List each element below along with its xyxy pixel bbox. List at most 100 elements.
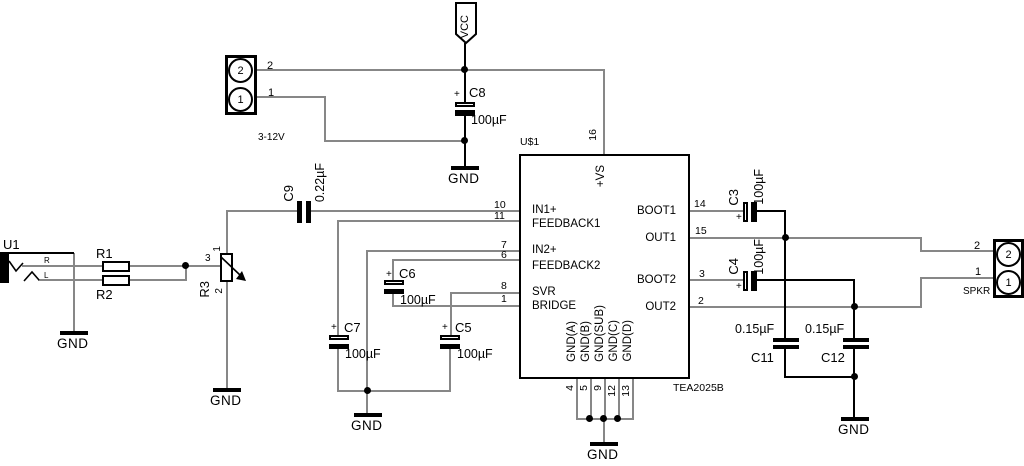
r3-ref: R3	[197, 281, 212, 298]
ic-pin-number: 11	[494, 210, 505, 222]
wire	[784, 349, 786, 378]
capacitor-c7	[329, 344, 349, 349]
capacitor-c9	[297, 201, 302, 223]
wire	[337, 390, 451, 392]
junction-dot	[782, 234, 789, 241]
wire	[464, 115, 466, 142]
jack-body	[0, 252, 9, 283]
wire	[185, 265, 187, 281]
ic-pin-name: OUT2	[645, 301, 676, 313]
wire	[311, 210, 520, 212]
wire	[603, 420, 605, 443]
c3-ref: C3	[726, 189, 741, 206]
ic-pin-number: 12	[606, 385, 618, 397]
gnd-label: GND	[838, 422, 870, 437]
capacitor-c12	[843, 338, 869, 342]
ic-pin-number: 8	[501, 280, 507, 292]
c6-ref: C6	[399, 266, 416, 281]
ic-ref: U$1	[520, 136, 540, 148]
capacitor-c12	[843, 345, 869, 349]
c5-value: 100µF	[457, 347, 493, 361]
junction-dot	[851, 303, 858, 310]
wire	[920, 250, 993, 252]
ic-pin-name: GND(SUB)	[594, 305, 606, 362]
wire	[688, 279, 743, 281]
wire	[618, 377, 620, 420]
wire	[688, 306, 922, 308]
wire	[22, 265, 102, 267]
power-pin1-label: 1	[268, 87, 275, 99]
wire	[257, 69, 605, 71]
ic-pin-number: 9	[592, 385, 604, 391]
ic-part-number: TEA2025B	[673, 382, 724, 394]
r3-wiper-arrow	[220, 256, 246, 281]
wire	[464, 70, 466, 102]
wire	[394, 305, 520, 307]
c8-ref: C8	[469, 85, 486, 100]
ic-pin-name: GND(A)	[566, 321, 578, 362]
wire	[688, 210, 743, 212]
r3-pin2-label: 2	[214, 288, 225, 294]
speaker-pin-1: 1	[996, 270, 1021, 295]
wire	[394, 259, 520, 261]
wire	[853, 377, 855, 418]
wire	[784, 376, 855, 378]
c4-ref: C4	[726, 258, 741, 275]
c6-plus: +	[386, 269, 392, 280]
jack-ref: U1	[3, 237, 20, 252]
wire	[757, 279, 855, 281]
pin-number: 2	[1005, 248, 1012, 261]
ic-pin-number: 6	[501, 249, 507, 261]
junction-dot	[461, 66, 468, 73]
c3-value: 100µF	[752, 169, 766, 205]
ic-pin-name: GND(C)	[608, 320, 620, 362]
capacitor-c7	[329, 335, 349, 340]
jack-left-label: L	[44, 271, 49, 280]
power-connector-pin-1: 1	[228, 87, 253, 112]
gnd-symbol	[590, 442, 618, 446]
capacitor-c4	[751, 271, 757, 291]
resistor-r1	[102, 261, 130, 272]
ic-pin-number: 10	[494, 199, 506, 211]
junction-dot	[364, 387, 371, 394]
c7-value: 100µF	[345, 347, 381, 361]
wire	[450, 292, 452, 336]
wire	[757, 210, 786, 212]
ic-pin-number: 13	[620, 385, 632, 397]
vcc-label: VCC	[459, 14, 471, 38]
ic-pin-name: BRIDGE	[532, 300, 577, 312]
wire	[853, 279, 855, 308]
capacitor-c11	[773, 338, 799, 342]
capacitor-c4	[743, 271, 748, 291]
ic-pin-name: SVR	[532, 286, 556, 298]
wire	[130, 279, 187, 281]
wire	[324, 140, 464, 142]
wire	[392, 294, 394, 307]
speaker-ref: SPKR	[963, 286, 991, 297]
gnd-label: GND	[57, 336, 89, 351]
ic-pin-name: OUT1	[645, 232, 676, 244]
pin-number: 2	[237, 64, 244, 77]
c8-plus: +	[454, 89, 460, 100]
c3-plus: +	[736, 212, 742, 223]
gnd-symbol	[841, 417, 869, 421]
junction-dot	[461, 137, 468, 144]
gnd-label: GND	[210, 393, 242, 408]
capacitor-c6	[384, 280, 404, 285]
c4-value: 100µF	[752, 239, 766, 275]
wire	[920, 237, 922, 252]
c12-value: 0.15µF	[805, 322, 845, 336]
wire	[784, 239, 786, 338]
power-connector-pin-2: 2	[228, 58, 253, 83]
capacitor-c3	[751, 202, 757, 222]
wire	[464, 141, 466, 167]
vcc-symbol	[455, 2, 477, 45]
wire	[632, 377, 634, 420]
wire	[38, 279, 102, 281]
capacitor-c5	[440, 335, 460, 340]
wire	[688, 237, 922, 239]
wire	[366, 392, 368, 414]
power-pin2-label: 2	[267, 60, 274, 72]
gnd-symbol	[213, 388, 241, 392]
